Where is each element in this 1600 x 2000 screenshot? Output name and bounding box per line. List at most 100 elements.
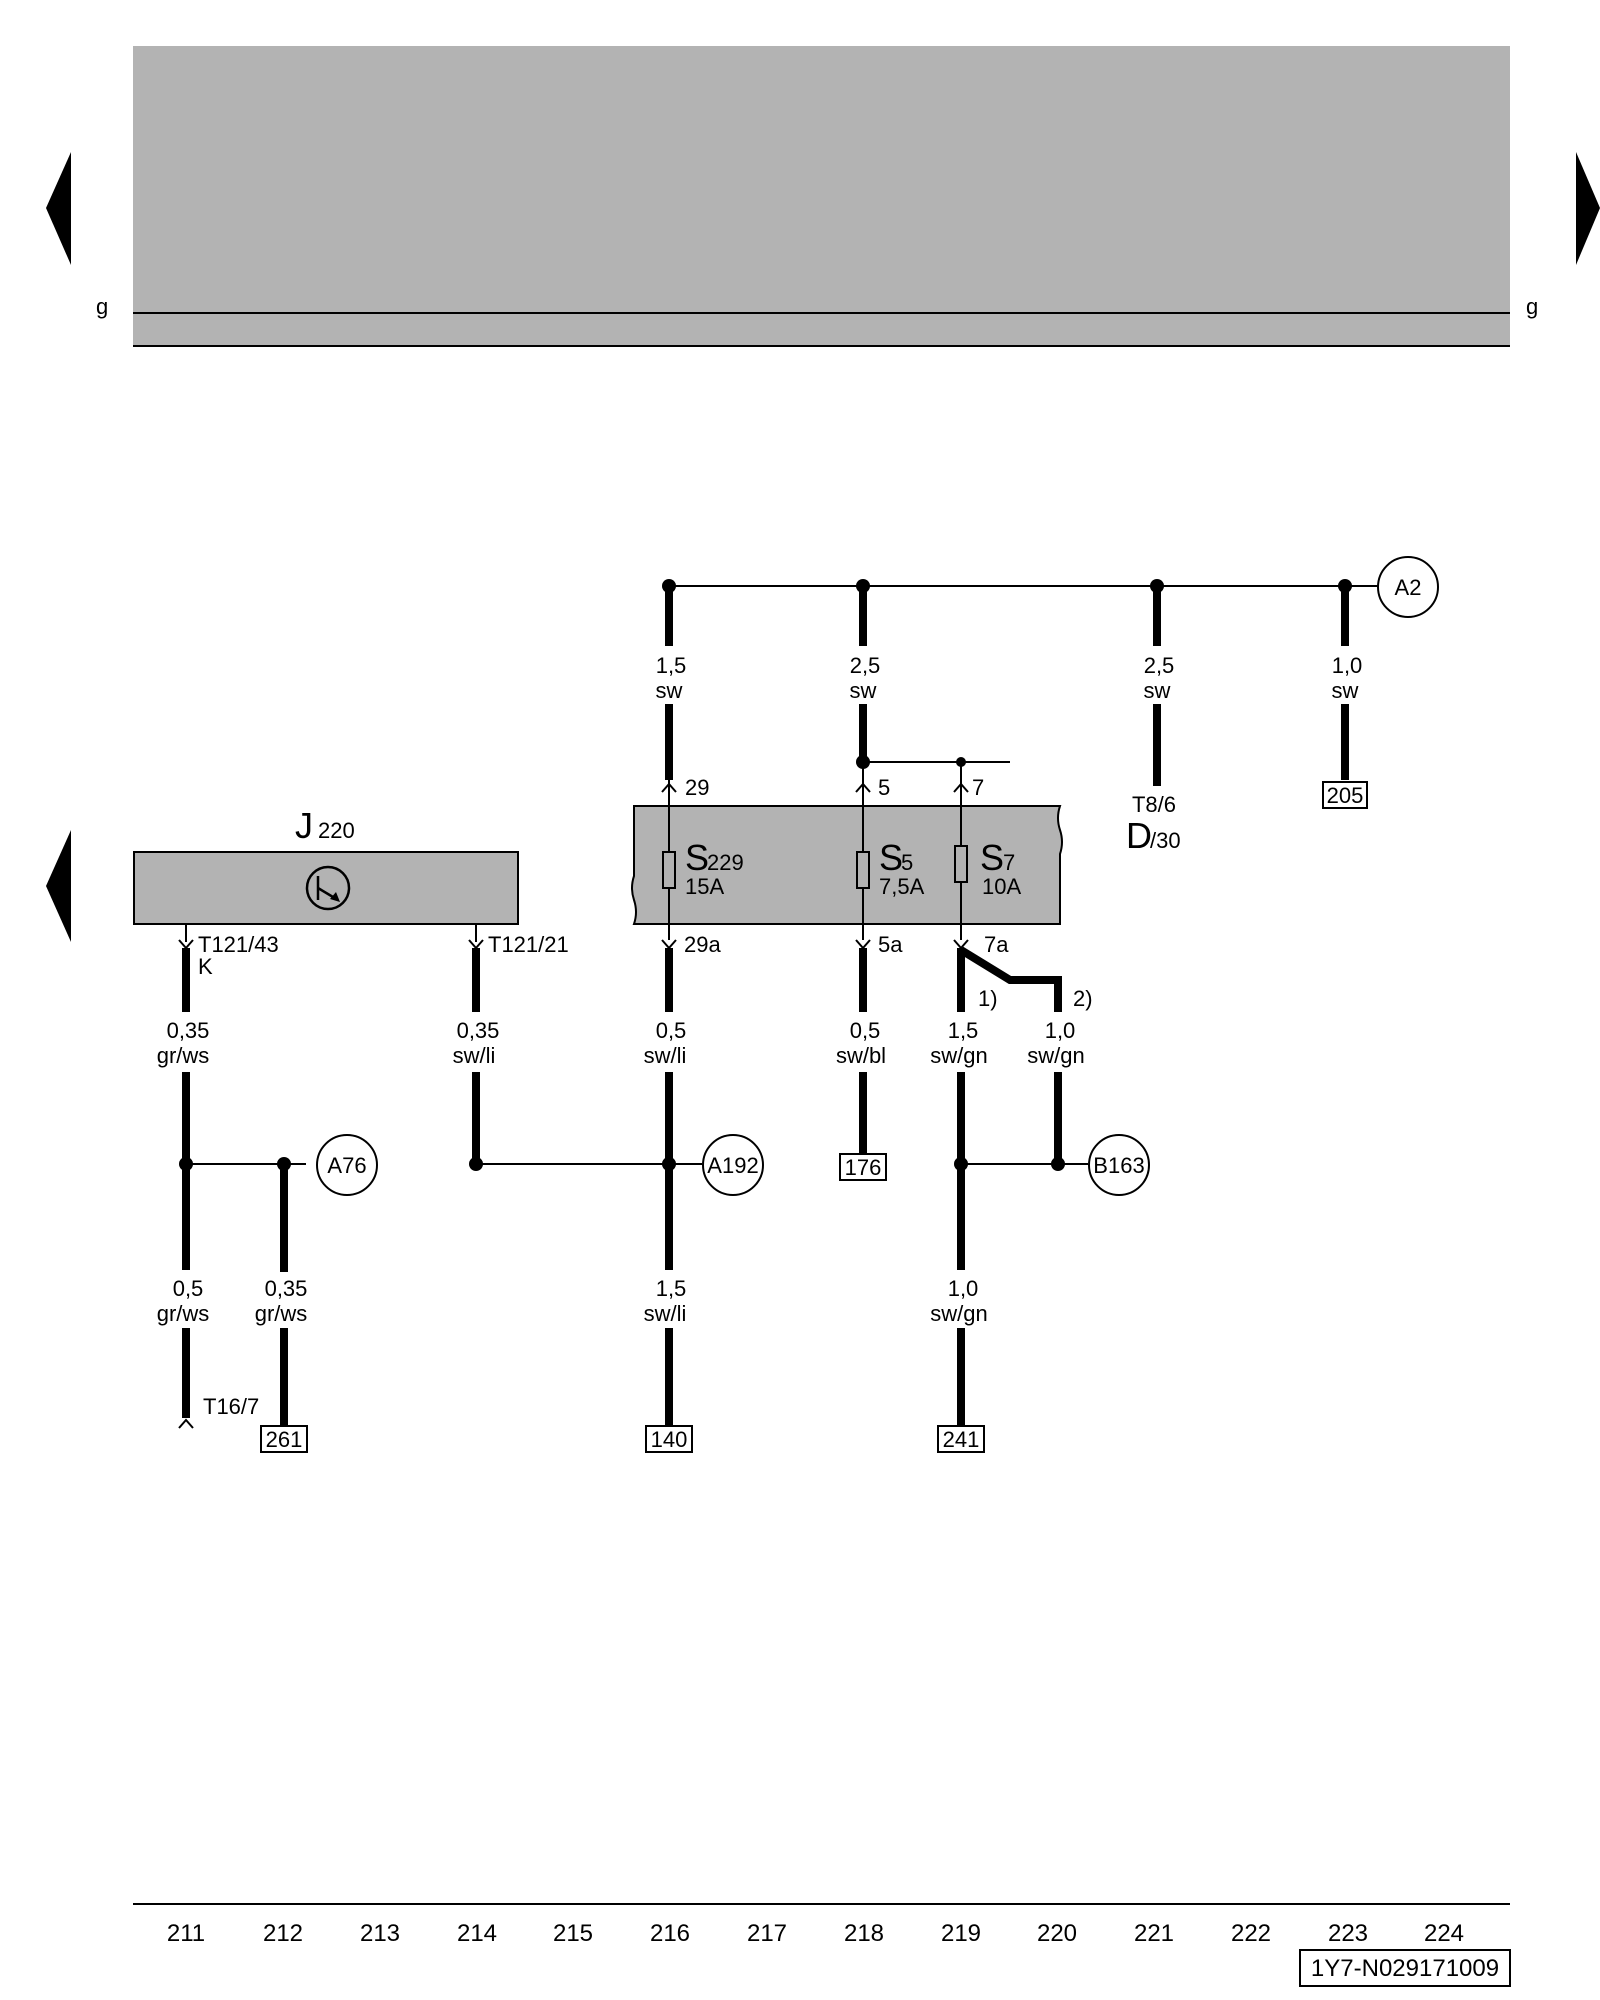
wire-label: gr/ws — [157, 1043, 210, 1068]
wire-label: gr/ws — [255, 1301, 308, 1326]
j220-control-unit[interactable] — [133, 851, 519, 925]
fuse-s5-rating: 7,5A — [879, 874, 925, 899]
connection-b163-label: B163 — [1093, 1153, 1144, 1178]
footer-tick: 211 — [167, 1920, 205, 1947]
pin-t121-43: T121/43 — [198, 932, 279, 957]
fuse-s5-symbol — [856, 851, 870, 889]
footer-tick: 215 — [553, 1920, 593, 1947]
pin-29a: 29a — [684, 932, 721, 957]
footer-tick: 214 — [457, 1920, 497, 1947]
pin-7: 7 — [972, 775, 984, 800]
connection-a76-label: A76 — [327, 1153, 366, 1178]
reference-205: 205 — [1327, 783, 1364, 808]
header-panel — [133, 46, 1510, 346]
wire-label: sw — [1144, 678, 1171, 703]
reference-176: 176 — [845, 1155, 882, 1180]
footer-tick: 221 — [1134, 1920, 1174, 1947]
wire-label: 1,5 — [948, 1018, 979, 1043]
pin-marker — [953, 782, 969, 793]
wire-label: sw — [1332, 678, 1359, 703]
reference-140: 140 — [651, 1427, 688, 1452]
connection-b163[interactable] — [1088, 1134, 1150, 1196]
connection-a76[interactable] — [316, 1134, 378, 1196]
wire-label: sw — [656, 678, 683, 703]
reference-241: 241 — [943, 1427, 980, 1452]
wire-label: 0,5 — [850, 1018, 881, 1043]
fuse-s7-letter: S — [980, 837, 1004, 878]
wire-label: 1,0 — [1332, 653, 1363, 678]
pin-5a: 5a — [878, 932, 903, 957]
triangle-left-icon[interactable] — [46, 830, 71, 942]
footer-tick: 220 — [1037, 1920, 1077, 1947]
footer-tick: 217 — [747, 1920, 787, 1947]
wire-label: gr/ws — [157, 1301, 210, 1326]
footer-tick: 212 — [263, 1920, 303, 1947]
wire-label: 1,5 — [656, 653, 687, 678]
wire-label: sw/li — [644, 1301, 687, 1326]
footer-tick: 224 — [1424, 1920, 1464, 1947]
pin-t121-43-sub: K — [198, 954, 213, 979]
rail-label-left: g — [96, 294, 108, 319]
footer-tick: 222 — [1231, 1920, 1271, 1947]
variant-1: 1) — [978, 986, 998, 1011]
fuse-box[interactable] — [631, 805, 1063, 925]
fuse-s229-rating: 15A — [685, 874, 724, 899]
wire-label: 0,5 — [656, 1018, 687, 1043]
fuse-s229-symbol — [662, 851, 676, 889]
connector-d-letter: D — [1126, 815, 1152, 856]
reference-box[interactable] — [260, 1425, 308, 1453]
fuse-s5-letter: S — [879, 837, 903, 878]
pin-marker — [661, 782, 677, 793]
connection-a192-label: A192 — [707, 1153, 758, 1178]
pin-t121-21: T121/21 — [488, 932, 569, 957]
triangle-right-icon[interactable] — [1576, 152, 1600, 265]
triangle-left-icon[interactable] — [46, 152, 71, 265]
wire-label: 2,5 — [850, 653, 881, 678]
connection-a2-label: A2 — [1395, 575, 1422, 600]
fuse-s7-rating: 10A — [982, 874, 1021, 899]
fuse-s7-number: 7 — [1003, 850, 1015, 875]
wire-label: 1,0 — [948, 1276, 979, 1301]
fuse-s229-number: 229 — [707, 850, 744, 875]
wire-label: 0,35 — [457, 1018, 500, 1043]
wire-label: 1,5 — [656, 1276, 687, 1301]
wire-label: 2,5 — [1144, 653, 1175, 678]
wire-label: sw/bl — [836, 1043, 886, 1068]
rail-label-right: g — [1526, 294, 1538, 319]
wire-label: 1,0 — [1045, 1018, 1076, 1043]
variant-wire — [958, 946, 1062, 1012]
wire-label: 0,35 — [265, 1276, 308, 1301]
connector-d-pin: T8/6 — [1132, 792, 1176, 817]
pin-marker — [178, 1418, 194, 1429]
doc-id: 1Y7-N029171009 — [1311, 1955, 1499, 1982]
wire-label: sw/gn — [930, 1043, 987, 1068]
fuse-s229-letter: S — [685, 837, 709, 878]
wire-label: sw/gn — [1027, 1043, 1084, 1068]
connection-a192[interactable] — [702, 1134, 764, 1196]
wire-label: 0,35 — [167, 1018, 210, 1043]
junction-dot — [662, 1157, 676, 1171]
reference-box[interactable] — [645, 1425, 693, 1453]
footer-tick: 218 — [844, 1920, 884, 1947]
footer-tick: 219 — [941, 1920, 981, 1947]
pin-29: 29 — [685, 775, 709, 800]
pin-marker — [855, 782, 871, 793]
footer-ticks: 211 212 213 214 215 216 217 218 219 220 … — [167, 1920, 1464, 1947]
variant-2: 2) — [1073, 986, 1093, 1011]
pin-7a: 7a — [984, 932, 1009, 957]
doc-id-box — [1299, 1949, 1511, 1987]
pin-marker — [661, 939, 677, 950]
wire-label: sw/li — [644, 1043, 687, 1068]
connection-a2[interactable] — [1377, 556, 1439, 618]
reference-box[interactable] — [1322, 781, 1368, 809]
wire-label: sw — [850, 678, 877, 703]
reference-box[interactable] — [937, 1425, 985, 1453]
footer-tick: 216 — [650, 1920, 690, 1947]
connector-d-suffix: /30 — [1150, 828, 1181, 853]
footer-tick: 223 — [1328, 1920, 1368, 1947]
reference-box[interactable] — [839, 1153, 887, 1181]
j220-number: 220 — [318, 818, 355, 843]
circle-arrow-icon — [305, 865, 351, 911]
pin-marker — [953, 939, 969, 950]
